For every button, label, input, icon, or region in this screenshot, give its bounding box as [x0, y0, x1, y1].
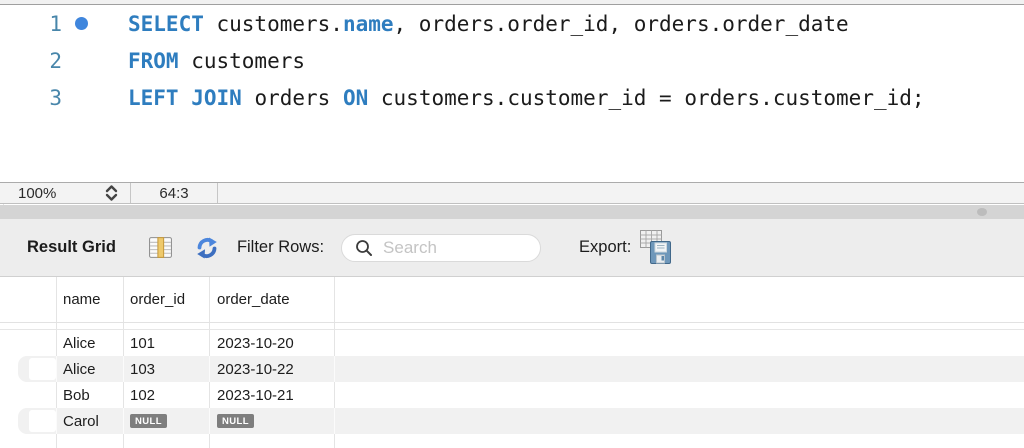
- export-save-icon[interactable]: [640, 230, 672, 265]
- table-row[interactable]: Alice 103 2023-10-22: [0, 356, 1024, 382]
- code-text: SELECT customers.name, orders.order_id, …: [128, 12, 849, 36]
- sql-text: customers.customer_id = orders.customer_…: [368, 85, 925, 110]
- spacer-cell: [210, 323, 335, 329]
- spacer-cell: [124, 323, 210, 329]
- cell-order-date[interactable]: NULL: [210, 408, 335, 434]
- result-grid-toolbar: Result Grid Filter Rows:: [0, 219, 1024, 277]
- code-line[interactable]: 3 LEFT JOIN orders ON customers.customer_…: [0, 79, 1024, 116]
- filler-cell: [0, 434, 57, 448]
- table-row[interactable]: Bob 102 2023-10-21: [0, 382, 1024, 408]
- cursor-position: 64:3: [159, 184, 189, 202]
- statement-marker-slot: [62, 17, 128, 30]
- spacer-cell: [0, 323, 57, 329]
- zoom-level: 100%: [18, 184, 57, 202]
- code-line[interactable]: 1 SELECT customers.name, orders.order_id,…: [0, 5, 1024, 42]
- sql-keyword: name: [342, 11, 394, 36]
- cell-order-id[interactable]: 101: [124, 330, 210, 356]
- filler-cell: [124, 434, 210, 448]
- sql-text: customers: [178, 48, 306, 73]
- cell-text: 2023-10-22: [217, 360, 294, 378]
- row-filler[interactable]: [335, 408, 1024, 434]
- zoom-stepper-icon[interactable]: [104, 183, 119, 203]
- row-select-gutter[interactable]: [0, 330, 57, 356]
- cell-text: 2023-10-20: [217, 334, 294, 352]
- filler-cell: [335, 434, 1024, 448]
- row-filler[interactable]: [335, 330, 1024, 356]
- column-header-name[interactable]: name: [57, 277, 124, 322]
- zoom-control: 100%: [0, 183, 130, 203]
- search-input[interactable]: [383, 237, 541, 258]
- cell-text: 102: [130, 386, 156, 404]
- null-badge: NULL: [217, 413, 254, 429]
- line-number: 2: [49, 48, 62, 73]
- filler-cell: [57, 434, 124, 448]
- code-text: LEFT JOIN orders ON customers.customer_i…: [128, 86, 925, 110]
- refresh-icon[interactable]: [194, 235, 220, 261]
- code-line[interactable]: 2 FROM customers: [0, 42, 1024, 79]
- grid-view-icon[interactable]: [148, 235, 173, 260]
- editor-lines: 1 SELECT customers.name, orders.order_id,…: [0, 5, 1024, 116]
- filler-cell: [210, 434, 335, 448]
- statement-marker-dot: [75, 17, 88, 30]
- row-select-gutter[interactable]: [0, 408, 57, 434]
- cell-text: Bob: [63, 386, 90, 404]
- empty-filler-row: [0, 434, 1024, 448]
- header-gutter: [0, 277, 57, 322]
- editor-status-bar: 100% 64:3: [0, 182, 1024, 204]
- header-spacer-row: [0, 323, 1024, 330]
- sql-text: orders: [241, 85, 343, 110]
- export-label: Export:: [579, 238, 632, 256]
- line-number: 3: [49, 85, 62, 110]
- cell-order-date[interactable]: 2023-10-20: [210, 330, 335, 356]
- cell-name[interactable]: Carol: [57, 408, 124, 434]
- cell-text: Alice: [63, 334, 96, 352]
- cell-text: Alice: [63, 360, 96, 378]
- column-header-order-id[interactable]: order_id: [124, 277, 210, 322]
- cell-text: 103: [130, 360, 156, 378]
- cell-text: Carol: [63, 412, 99, 430]
- table-row[interactable]: Alice 101 2023-10-20: [0, 330, 1024, 356]
- sql-keyword: FROM: [128, 48, 179, 73]
- filter-rows-label: Filter Rows:: [236, 238, 325, 256]
- sql-keyword: SELECT: [128, 11, 204, 36]
- cell-order-date[interactable]: 2023-10-21: [210, 382, 335, 408]
- cell-text: 101: [130, 334, 156, 352]
- sql-text: customers.: [203, 11, 343, 36]
- status-divider: [130, 183, 131, 203]
- table-header-row: name order_id order_date: [0, 277, 1024, 323]
- cell-order-date[interactable]: 2023-10-22: [210, 356, 335, 382]
- column-header-order-date[interactable]: order_date: [210, 277, 335, 322]
- result-grid: name order_id order_date Alice 101 2023-10…: [0, 277, 1024, 448]
- sql-editor[interactable]: 1 SELECT customers.name, orders.order_id,…: [0, 5, 1024, 182]
- top-window-strip: [0, 0, 1024, 5]
- sql-keyword: ON: [342, 85, 369, 110]
- spacer-cell: [335, 323, 1024, 329]
- splitter-handle-dot: [977, 208, 987, 216]
- pane-splitter[interactable]: [0, 205, 1024, 219]
- search-icon: [354, 238, 374, 258]
- line-number: 1: [49, 11, 62, 36]
- row-select-gutter[interactable]: [0, 382, 57, 408]
- code-text: FROM customers: [128, 49, 305, 73]
- header-filler: [335, 277, 1024, 322]
- row-filler[interactable]: [335, 382, 1024, 408]
- cell-order-id[interactable]: NULL: [124, 408, 210, 434]
- sql-text: , orders.order_id, orders.order_date: [393, 11, 849, 36]
- row-select-gutter[interactable]: [0, 356, 57, 382]
- search-box[interactable]: [341, 233, 542, 262]
- cell-name[interactable]: Bob: [57, 382, 124, 408]
- table-row[interactable]: Carol NULL NULL: [0, 408, 1024, 434]
- spacer-cell: [57, 323, 124, 329]
- status-divider: [217, 183, 218, 203]
- cell-name[interactable]: Alice: [57, 356, 124, 382]
- cell-order-id[interactable]: 102: [124, 382, 210, 408]
- null-badge: NULL: [130, 413, 167, 429]
- cell-order-id[interactable]: 103: [124, 356, 210, 382]
- sql-keyword: LEFT JOIN: [128, 85, 242, 110]
- result-grid-title: Result Grid: [27, 238, 116, 256]
- cell-name[interactable]: Alice: [57, 330, 124, 356]
- cell-text: 2023-10-21: [217, 386, 294, 404]
- row-filler[interactable]: [335, 356, 1024, 382]
